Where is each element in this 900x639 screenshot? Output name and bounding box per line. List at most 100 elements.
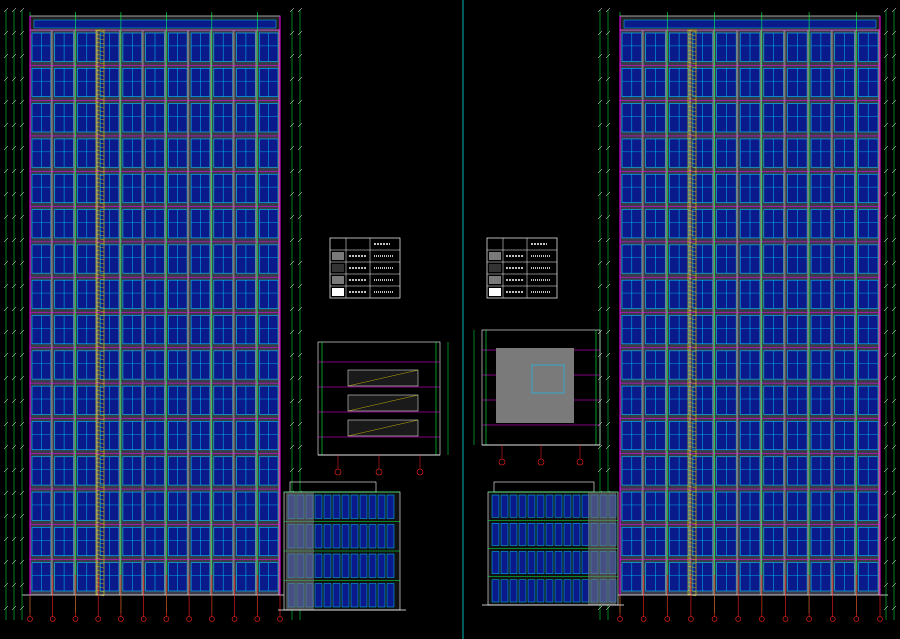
- pier: [187, 277, 190, 313]
- pier: [255, 100, 258, 136]
- right-podium-elevation: [482, 481, 624, 606]
- podium-window: [563, 523, 572, 546]
- pier: [830, 100, 833, 136]
- dim-tick: [605, 237, 611, 243]
- pier: [854, 100, 857, 136]
- podium-window: [500, 579, 509, 603]
- ladder-rung: [95, 65, 105, 69]
- ladder-rung: [687, 257, 697, 261]
- pier: [209, 241, 212, 278]
- podium-window: [563, 579, 572, 603]
- right-elevation-sheet: [473, 7, 897, 622]
- ladder-rung: [95, 201, 105, 205]
- pier: [878, 277, 880, 313]
- dim-tick: [3, 444, 9, 450]
- ladder-rung: [95, 185, 105, 189]
- pier: [688, 65, 691, 101]
- dim-tick: [11, 99, 17, 105]
- dim-tick: [297, 53, 303, 59]
- pier: [50, 418, 53, 454]
- pier: [141, 559, 144, 595]
- dim-tick: [19, 191, 25, 197]
- ladder-rung: [95, 353, 105, 357]
- dim-tick: [289, 214, 295, 220]
- podium-window: [536, 579, 545, 603]
- pier: [232, 559, 235, 595]
- right-tower-elevation: [612, 12, 888, 622]
- ladder-rung: [95, 309, 105, 313]
- pier: [783, 383, 786, 419]
- ladder-rung: [687, 533, 697, 537]
- pier: [164, 347, 167, 384]
- pier: [118, 241, 121, 278]
- pier: [759, 559, 762, 595]
- ladder-rung: [95, 157, 105, 161]
- pier: [164, 312, 167, 348]
- pier: [164, 559, 167, 595]
- pier: [96, 347, 99, 384]
- pier: [50, 312, 53, 348]
- ladder-rung: [95, 457, 105, 461]
- dim-tick: [891, 375, 897, 381]
- ladder-rung: [687, 201, 697, 205]
- ladder-rung: [687, 57, 697, 61]
- podium-window: [536, 523, 545, 546]
- ladder-rung: [95, 517, 105, 521]
- pier: [141, 100, 144, 136]
- ladder-rung: [95, 321, 105, 325]
- podium-window: [527, 551, 536, 574]
- ladder-rung: [687, 29, 697, 33]
- podium-window: [359, 494, 368, 519]
- ladder-rung: [687, 141, 697, 145]
- ladder-rung: [95, 433, 105, 437]
- pier: [118, 277, 121, 313]
- ladder-rung: [687, 357, 697, 361]
- podium-window: [545, 551, 554, 574]
- dim-tick: [883, 467, 889, 473]
- pier: [641, 312, 644, 348]
- pier: [665, 453, 668, 490]
- pier: [830, 453, 833, 490]
- ladder-rung: [687, 189, 697, 193]
- pier: [712, 453, 715, 490]
- ladder-rung: [687, 293, 697, 297]
- ladder-rung: [95, 165, 105, 169]
- pier: [187, 453, 190, 490]
- pier: [783, 453, 786, 490]
- pier: [278, 100, 280, 136]
- pier: [209, 135, 212, 172]
- ladder-rung: [687, 233, 697, 237]
- ladder-rung: [95, 501, 105, 505]
- ladder-rung: [95, 493, 105, 497]
- dim-tick: [891, 444, 897, 450]
- dim-tick: [3, 536, 9, 542]
- dim-tick: [19, 99, 25, 105]
- ladder-rung: [687, 225, 697, 229]
- pier: [232, 30, 235, 66]
- dim-tick: [19, 444, 25, 450]
- ladder-rung: [95, 561, 105, 565]
- pier: [641, 65, 644, 101]
- pier: [712, 347, 715, 384]
- dim-tick: [11, 329, 17, 335]
- ladder-rung: [687, 325, 697, 329]
- ladder-rung: [95, 285, 105, 289]
- pier: [187, 171, 190, 207]
- dim-tick: [11, 122, 17, 128]
- ladder-rung: [687, 65, 697, 69]
- ladder-rung: [95, 313, 105, 317]
- pier: [141, 312, 144, 348]
- ladder-rung: [687, 177, 697, 181]
- pier: [807, 559, 810, 595]
- ladder-rung: [687, 441, 697, 445]
- pier: [830, 489, 833, 525]
- ladder-rung: [687, 205, 697, 209]
- dim-tick: [3, 145, 9, 151]
- ladder-rung: [95, 505, 105, 509]
- pier: [232, 277, 235, 313]
- pier: [232, 100, 235, 136]
- dim-tick: [289, 122, 295, 128]
- dim-tick: [289, 7, 295, 13]
- pier: [830, 277, 833, 313]
